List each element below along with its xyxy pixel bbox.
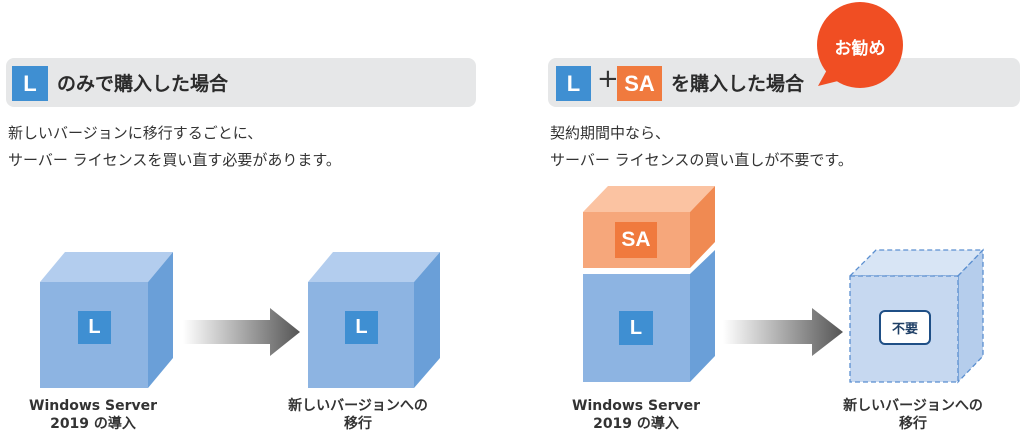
- arrow-icon: [723, 308, 843, 356]
- plus-sign: +: [597, 64, 619, 94]
- caption-migrate: 新しいバージョンへの移行: [843, 398, 983, 432]
- header-bar-l-only: [6, 58, 476, 107]
- l-badge: L: [556, 66, 591, 101]
- caption-migrate: 新しいバージョンへの移行: [288, 398, 428, 432]
- arrow-icon: [183, 308, 300, 356]
- description: 契約期間中なら、サーバー ライセンスの買い直しが不要です。: [550, 124, 853, 169]
- description: 新しいバージョンに移行するごとに、サーバー ライセンスを買い直す必要があります。: [8, 124, 341, 169]
- license-cube-new: [308, 252, 440, 388]
- section-title: のみで購入した場合: [57, 73, 229, 95]
- l-badge: L: [78, 311, 111, 344]
- sa-badge: SA: [617, 66, 662, 101]
- l-badge: L: [619, 311, 653, 345]
- license-cube: [40, 252, 173, 388]
- recommend-label: お勧め: [834, 39, 886, 59]
- l-badge: L: [12, 66, 48, 101]
- section-title: を購入した場合: [671, 73, 805, 95]
- dashed-cube: [848, 248, 985, 384]
- l-badge: L: [345, 311, 378, 344]
- sa-badge: SA: [615, 222, 657, 258]
- unneeded-badge: 不要: [879, 310, 931, 345]
- recommend-bubble: [817, 2, 903, 88]
